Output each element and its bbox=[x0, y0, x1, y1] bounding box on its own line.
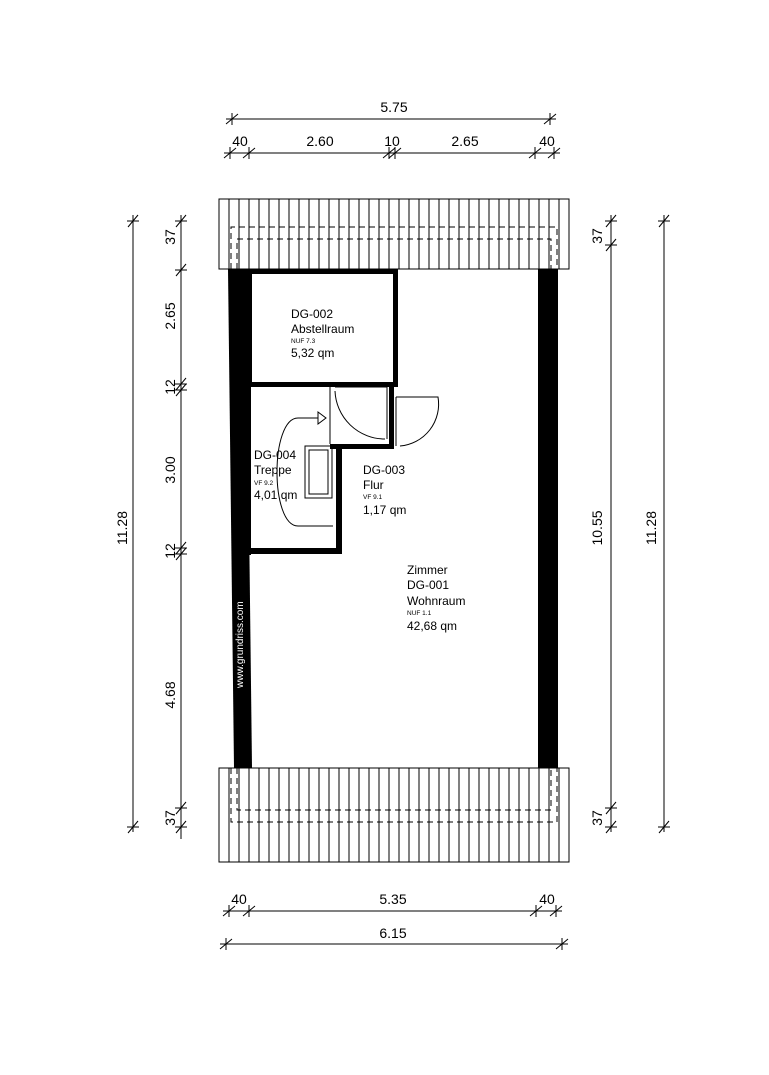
wohnraum-area: 42,68 qm bbox=[407, 619, 457, 633]
door-flur-wohnraum bbox=[395, 396, 440, 447]
treppe-code: VF 9.2 bbox=[254, 480, 274, 487]
wohnraum-code: NUF 1.1 bbox=[407, 610, 432, 617]
dim-top-seg-5: 40 bbox=[539, 133, 555, 149]
treppe-id: DG-004 bbox=[254, 448, 296, 462]
dim-left-total: 11.28 bbox=[114, 511, 130, 545]
abstellraum-name: Abstellraum bbox=[291, 322, 354, 336]
room-abstellraum: DG-002 Abstellraum NUF 7.3 5,32 qm bbox=[291, 307, 354, 360]
dim-left-seg-5: 12 bbox=[162, 543, 178, 559]
dim-left-seg-6: 4.68 bbox=[162, 681, 178, 708]
treppe-name: Treppe bbox=[254, 463, 292, 477]
flur-area: 1,17 qm bbox=[363, 503, 406, 517]
dim-left-seg-3: 12 bbox=[162, 379, 178, 395]
watermark-text: www.grundriss.com bbox=[235, 601, 246, 689]
dim-left-seg-1: 37 bbox=[162, 229, 178, 245]
dim-bottom-total: 6.15 bbox=[379, 925, 406, 941]
dim-top-seg-1: 40 bbox=[232, 133, 248, 149]
roof-top bbox=[218, 198, 570, 270]
door-flur-abstellraum bbox=[334, 386, 388, 440]
flur-name: Flur bbox=[363, 478, 384, 492]
bottom-dimension-chain: 40 5.35 40 6.15 bbox=[219, 891, 569, 950]
left-dimension-chain: 37 2.65 12 3.00 12 4.68 37 11.28 bbox=[114, 214, 187, 839]
wohnraum-id: DG-001 bbox=[407, 578, 449, 592]
dim-right-seg-1: 37 bbox=[589, 228, 605, 244]
dim-bottom-seg-3: 40 bbox=[539, 891, 555, 907]
exterior-walls bbox=[228, 268, 558, 768]
dim-left-seg-2: 2.65 bbox=[162, 302, 178, 329]
dim-right-seg-3: 37 bbox=[589, 810, 605, 826]
abstellraum-id: DG-002 bbox=[291, 307, 333, 321]
room-flur: DG-003 Flur VF 9.1 1,17 qm bbox=[363, 463, 406, 517]
right-dimension-chain: 37 10.55 37 11.28 bbox=[589, 214, 670, 834]
room-wohnraum: Zimmer DG-001 Wohnraum NUF 1.1 42,68 qm bbox=[407, 563, 465, 633]
interior-walls bbox=[246, 269, 398, 555]
wohnraum-type: Zimmer bbox=[407, 563, 448, 577]
dim-left-seg-4: 3.00 bbox=[162, 456, 178, 483]
dim-left-seg-7: 37 bbox=[162, 810, 178, 826]
dim-right-total: 11.28 bbox=[643, 511, 659, 545]
abstellraum-area: 5,32 qm bbox=[291, 346, 334, 360]
dim-top-seg-4: 2.65 bbox=[451, 133, 478, 149]
abstellraum-code: NUF 7.3 bbox=[291, 338, 316, 345]
stair-symbol bbox=[276, 411, 333, 527]
dim-top-seg-3: 10 bbox=[384, 133, 400, 149]
roof-bottom bbox=[218, 767, 570, 863]
top-dimension-chain: 5.75 40 2.60 10 2.65 40 bbox=[223, 99, 561, 159]
room-treppe: DG-004 Treppe VF 9.2 4,01 qm bbox=[254, 448, 297, 502]
treppe-area: 4,01 qm bbox=[254, 488, 297, 502]
dim-right-seg-2: 10.55 bbox=[589, 510, 605, 545]
wohnraum-name: Wohnraum bbox=[407, 594, 465, 608]
dim-bottom-seg-2: 5.35 bbox=[379, 891, 406, 907]
dim-top-seg-2: 2.60 bbox=[306, 133, 333, 149]
dim-bottom-seg-1: 40 bbox=[231, 891, 247, 907]
dim-top-total: 5.75 bbox=[380, 99, 407, 115]
flur-id: DG-003 bbox=[363, 463, 405, 477]
flur-code: VF 9.1 bbox=[363, 494, 383, 501]
